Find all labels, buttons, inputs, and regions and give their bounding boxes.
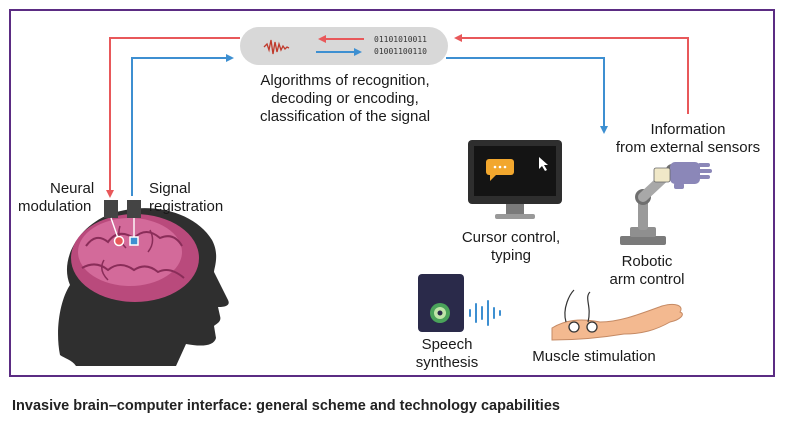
signal-registration-label: Signal registration — [149, 180, 224, 215]
sensors-label: Information from external sensors — [615, 121, 761, 156]
bits-line-2: 01001100110 — [374, 47, 427, 56]
cursor-control-label: Cursor control, typing — [461, 229, 561, 264]
robotic-arm-label: Robotic arm control — [609, 253, 685, 288]
blue-arrow-to-devices — [446, 57, 608, 134]
brain-icon — [71, 214, 199, 302]
figure-caption: Invasive brain–computer interface: gener… — [12, 398, 560, 414]
diagram-frame — [9, 9, 775, 377]
robotic-arm-icon — [620, 162, 712, 245]
monitor-icon — [468, 140, 562, 219]
electrode-signal — [127, 200, 141, 218]
muscle-electrode-1 — [568, 321, 580, 333]
bits-line-1: 01101010011 — [374, 35, 427, 44]
muscle-electrode-2 — [586, 321, 598, 333]
recording-site — [129, 236, 139, 246]
processor-label: Algorithms of recognition, decoding or e… — [259, 72, 431, 125]
waveform-icon — [263, 39, 290, 55]
cursor-pointer-icon — [539, 157, 548, 171]
speech-device-icon — [418, 274, 501, 332]
stimulation-site — [113, 235, 125, 247]
red-arrow-to-brain — [106, 37, 240, 198]
forearm-icon — [551, 289, 683, 341]
red-arrow-from-sensors — [454, 34, 689, 114]
speech-synthesis-label: Speech synthesis — [415, 336, 479, 371]
signal-processor: 01101010011 01001100110 — [240, 27, 448, 65]
sound-wave-icon — [469, 300, 501, 326]
neural-modulation-label: Neural modulation — [18, 180, 95, 215]
muscle-stimulation-label: Muscle stimulation — [532, 348, 656, 365]
blue-arrow-to-processor — [131, 54, 234, 196]
electrode-neural — [104, 200, 118, 218]
